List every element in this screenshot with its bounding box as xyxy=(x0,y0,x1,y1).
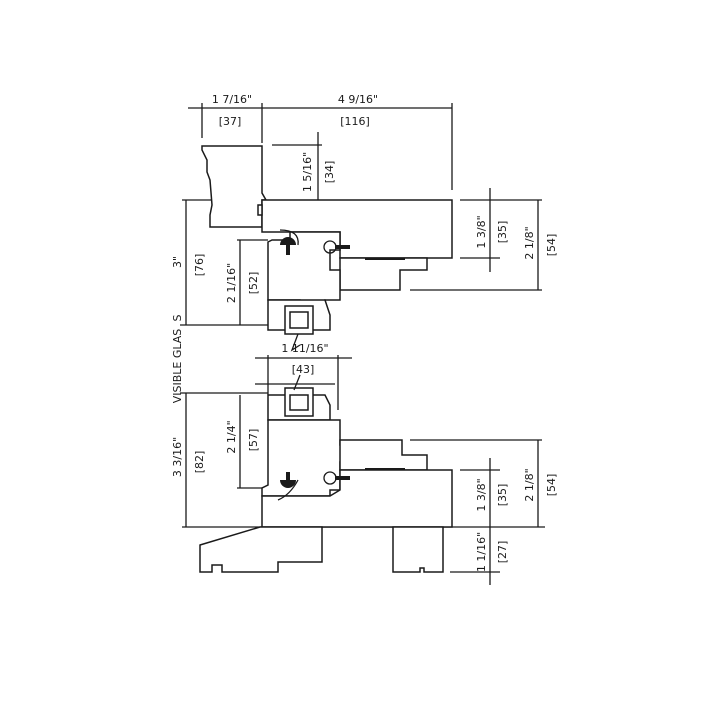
visible-glass-label-end: S xyxy=(171,314,184,321)
head-total-dim-mm: [54] xyxy=(545,234,558,257)
lower-inner-dim-mm: [57] xyxy=(247,429,260,452)
top-right-dim-mm: [116] xyxy=(340,115,370,128)
top-left-dim-mm: [37] xyxy=(219,115,242,128)
casing-dim-mm: [34] xyxy=(323,161,336,184)
head-profiles xyxy=(201,145,453,326)
upper-outer-dim-in: 3" xyxy=(171,256,184,268)
head-casing xyxy=(201,145,268,228)
upper-inner-dim-mm: [52] xyxy=(247,272,260,295)
sill-frame-dim-mm: [35] xyxy=(496,484,509,507)
meeting-rail-dim-mm: [43] xyxy=(292,363,315,376)
lower-inner-dim-in: 2 1/4" xyxy=(225,420,238,453)
subsill-dim-in: 1 1/16" xyxy=(475,532,488,572)
meeting-rail xyxy=(267,299,331,421)
head-total-dim-in: 2 1/8" xyxy=(523,226,536,259)
head-stop xyxy=(339,257,428,291)
head-frame-dim-in: 1 3/8" xyxy=(475,215,488,248)
lower-outer-dim-mm: [82] xyxy=(193,451,206,474)
visible-glass-label: VISIBLE GLAS xyxy=(171,329,184,404)
top-left-dim-in: 1 7/16" xyxy=(212,93,252,106)
lower-sash-bottom-rail xyxy=(261,419,353,497)
sill-total-dim-in: 2 1/8" xyxy=(523,468,536,501)
sill-nosing xyxy=(199,526,323,573)
sill-stop xyxy=(339,439,428,471)
head-frame-dim-mm: [35] xyxy=(496,221,509,244)
subsill-dim-mm: [27] xyxy=(496,541,509,564)
upper-outer-dim-mm: [76] xyxy=(193,254,206,277)
sill-profiles xyxy=(199,419,453,573)
lower-outer-dim-in: 3 3/16" xyxy=(171,437,184,477)
top-right-dim-in: 4 9/16" xyxy=(338,93,378,106)
sill-subsill xyxy=(392,526,444,573)
casing-dim-in: 1 5/16" xyxy=(301,152,314,192)
upper-inner-dim-in: 2 1/16" xyxy=(225,263,238,303)
sill-frame-dim-in: 1 3/8" xyxy=(475,478,488,511)
meeting-rail-dim-in: 1 11/16" xyxy=(281,342,328,355)
sill-total-dim-mm: [54] xyxy=(545,474,558,497)
